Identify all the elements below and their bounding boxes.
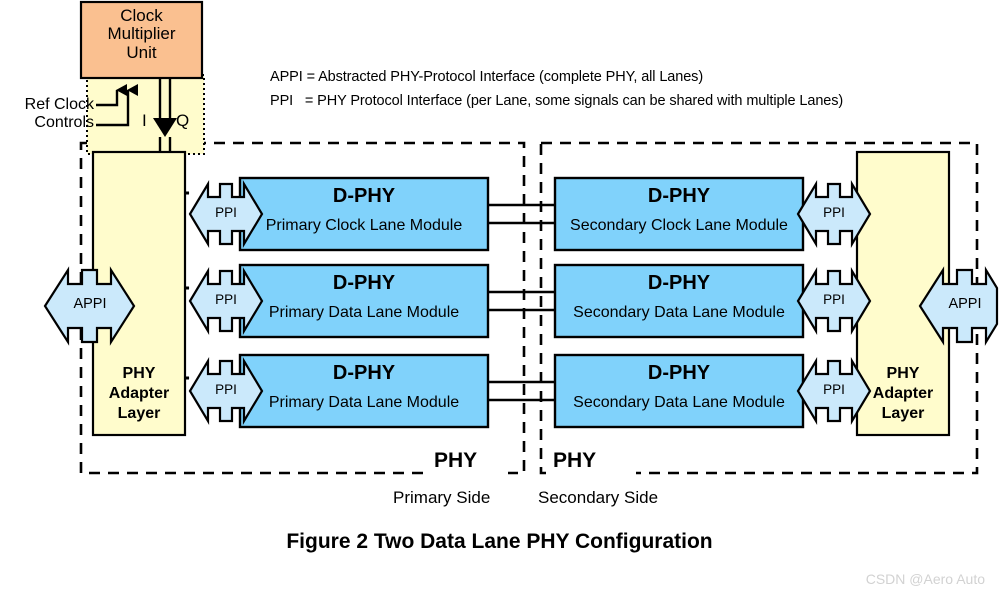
appi-shapes (43, 266, 999, 346)
clock-multiplier-unit-box (79, 0, 204, 80)
secondary-adapter-line-2: Adapter (872, 385, 934, 402)
secondary-lane-3-box (553, 353, 805, 429)
primary-lane-1-title: D-PHY (332, 185, 396, 207)
ppi-shapes (188, 180, 872, 425)
secondary-lane-3-subtitle: Secondary Data Lane Module (573, 394, 785, 411)
legend-line-appi: APPI = Abstracted PHY-Protocol Interface… (270, 69, 704, 85)
ppi-primary-lane-3-label: PPI (215, 382, 237, 397)
primary-lane-3-subtitle: Primary Data Lane Module (268, 394, 460, 411)
legend-line-ppi: PPI = PHY Protocol Interface (per Lane, … (270, 93, 844, 109)
ppi-secondary-lane-2 (796, 267, 872, 335)
watermark: CSDN @Aero Auto (865, 571, 985, 587)
secondary-lane-1-box (553, 176, 805, 252)
secondary-lane-2-box (553, 263, 805, 339)
cmu-line-2: Multiplier (107, 24, 176, 44)
primary-adapter-line-3: Layer (117, 405, 161, 422)
secondary-side-label: Secondary Side (538, 488, 659, 507)
secondary-lane-3-title: D-PHY (647, 362, 711, 384)
appi-secondary-label: APPI (948, 296, 982, 312)
appi-primary (43, 266, 136, 346)
cmu-line-1: Clock (120, 6, 163, 25)
primary-lane-3-box (238, 353, 490, 429)
primary-phy-label: PHY (434, 449, 478, 472)
ppi-primary-lane-1-label: PPI (215, 205, 237, 220)
ppi-primary-lane-1 (188, 180, 264, 248)
ppi-primary-lane-2-label: PPI (215, 292, 237, 307)
primary-phy-label-mask (424, 462, 508, 484)
primary-side-label: Primary Side (393, 488, 491, 507)
secondary-adapter-line-3: Layer (881, 405, 925, 422)
secondary-phy-label-mask (552, 462, 636, 484)
secondary-lane-1-title: D-PHY (647, 185, 711, 207)
clock-bus-i-label: I (142, 111, 147, 130)
appi-primary-label: APPI (73, 296, 107, 312)
ppi-secondary-lane-3 (796, 357, 872, 425)
clock-bus-arrowhead (153, 118, 177, 137)
ref-clock-line (96, 84, 127, 107)
secondary-lane-1-subtitle: Secondary Clock Lane Module (570, 217, 788, 234)
clock-bus-q-label: Q (176, 111, 190, 130)
secondary-lane-2-subtitle: Secondary Data Lane Module (573, 304, 785, 321)
primary-lane-2-subtitle: Primary Data Lane Module (268, 304, 460, 321)
ref-clock-line-1: Ref Clock (24, 96, 94, 113)
ppi-secondary-lane-2-label: PPI (823, 292, 845, 307)
ppi-secondary-lane-1-label: PPI (823, 205, 845, 220)
ppi-primary-lane-3 (188, 357, 264, 425)
ref-clock-region (86, 74, 205, 155)
ref-clock-line-2: Controls (34, 113, 94, 131)
secondary-adapter-line-1: PHY (886, 365, 920, 382)
primary-lane-1-subtitle: Primary Clock Lane Module (265, 217, 463, 234)
ppi-secondary-lane-1 (796, 180, 872, 248)
lane-links (488, 203, 555, 402)
controls-line (96, 84, 138, 127)
appi-secondary (918, 266, 999, 346)
secondary-lane-2-title: D-PHY (647, 272, 711, 294)
primary-lane-2-title: D-PHY (332, 272, 396, 294)
primary-adapter-line-2: Adapter (108, 385, 170, 402)
primary-adapter-line-1: PHY (122, 365, 156, 382)
primary-phy-boundary (79, 141, 526, 475)
ppi-primary-lane-2 (188, 267, 264, 335)
secondary-phy-boundary (539, 141, 979, 475)
figure-caption: Figure 2 Two Data Lane PHY Configuration (286, 530, 713, 553)
ppi-secondary-lane-3-label: PPI (823, 382, 845, 397)
cmu-line-3: Unit (126, 42, 157, 62)
secondary-phy-label: PHY (553, 449, 597, 472)
primary-lane-3-title: D-PHY (332, 362, 396, 384)
